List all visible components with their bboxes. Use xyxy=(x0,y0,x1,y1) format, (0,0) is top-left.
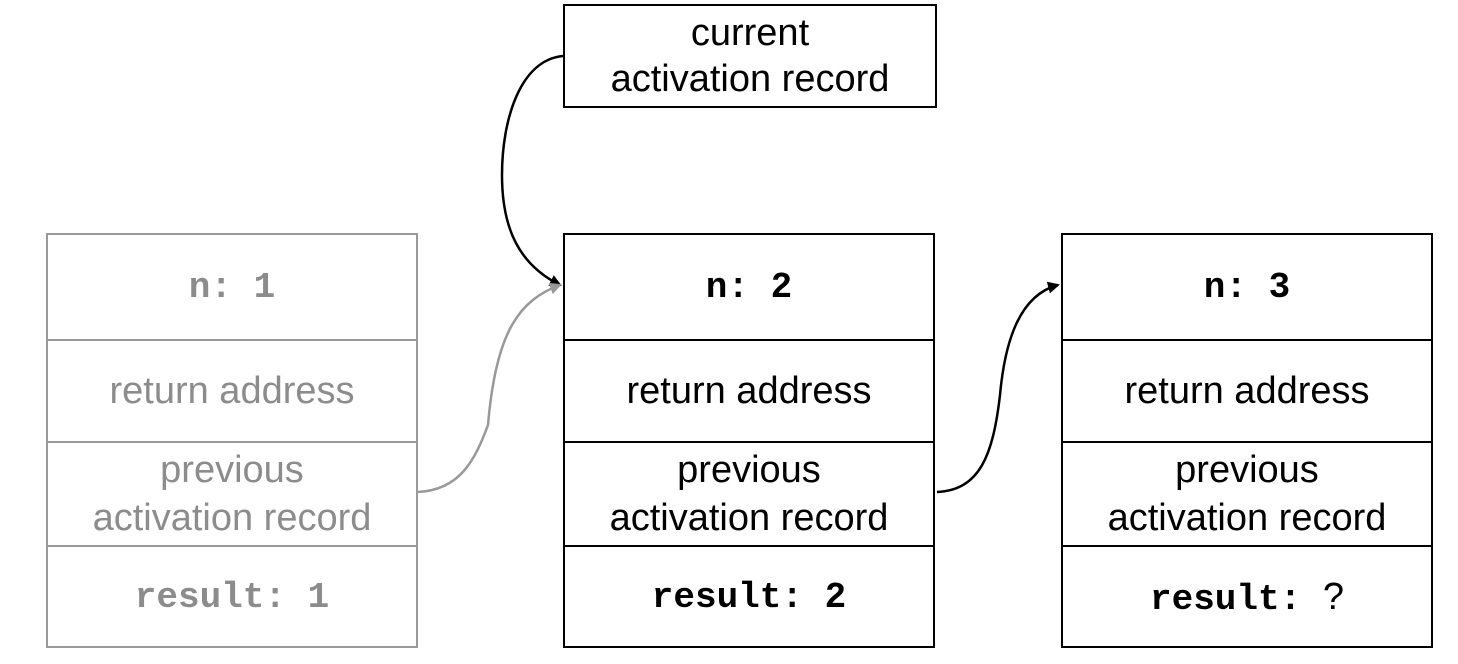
record-1-n-label: n: xyxy=(188,266,232,308)
record-3-return-address-text: return address xyxy=(1124,370,1370,412)
record-3-return-address: return address xyxy=(1063,339,1431,441)
record-1-result-cell: result: 1 xyxy=(48,545,416,648)
activation-record-3: n: 3 return address previous activation … xyxy=(1061,233,1433,648)
record-1-previous-record: previous activation record xyxy=(48,441,416,545)
record-3-n-value: 3 xyxy=(1268,266,1291,308)
record-2-previous-record: previous activation record xyxy=(565,441,933,545)
record-1-n-cell: n: 1 xyxy=(48,235,416,339)
current-activation-record-pointer: current activation record xyxy=(563,4,937,108)
record-3-result-label: result: xyxy=(1150,578,1302,620)
record-3-previous-record: previous activation record xyxy=(1063,441,1431,545)
record-2-result-label: result: xyxy=(651,577,803,618)
record-1-prev-line-2: activation record xyxy=(92,497,372,539)
record-2-n-cell: n: 2 xyxy=(565,235,933,339)
record-2-return-address: return address xyxy=(565,339,933,441)
record-3-n-cell: n: 3 xyxy=(1063,235,1431,339)
activation-record-1: n: 1 return address previous activation … xyxy=(46,233,418,648)
record-2-result-cell: result: 2 xyxy=(565,545,933,648)
pointer-line-1: current xyxy=(690,12,810,54)
record-3-prev-line-1: previous xyxy=(1175,449,1319,491)
pointer-line-2: activation record xyxy=(610,58,890,100)
record-2-n-value: 2 xyxy=(770,266,793,308)
record-1-result-label: result: xyxy=(134,577,286,618)
arrow-record-1-to-record-2 xyxy=(417,282,562,494)
activation-record-2: n: 2 return address previous activation … xyxy=(563,233,935,648)
record-1-prev-line-1: previous xyxy=(160,449,304,491)
record-1-return-address: return address xyxy=(48,339,416,441)
record-2-n-label: n: xyxy=(705,266,749,308)
record-2-prev-line-2: activation record xyxy=(609,497,889,539)
record-3-n-label: n: xyxy=(1203,266,1247,308)
record-3-prev-line-2: activation record xyxy=(1107,497,1387,539)
record-2-result-value: 2 xyxy=(824,577,847,618)
record-1-return-address-text: return address xyxy=(109,370,355,412)
record-2-prev-line-1: previous xyxy=(677,449,821,491)
record-1-n-value: 1 xyxy=(253,266,276,308)
record-3-result-cell: result: ? xyxy=(1063,545,1431,648)
record-2-return-address-text: return address xyxy=(626,370,872,412)
arrow-record-2-to-record-3 xyxy=(936,281,1060,494)
record-1-result-value: 1 xyxy=(307,577,330,618)
arrow-current-to-record-2 xyxy=(500,54,564,287)
record-3-result-value: ? xyxy=(1322,575,1344,618)
